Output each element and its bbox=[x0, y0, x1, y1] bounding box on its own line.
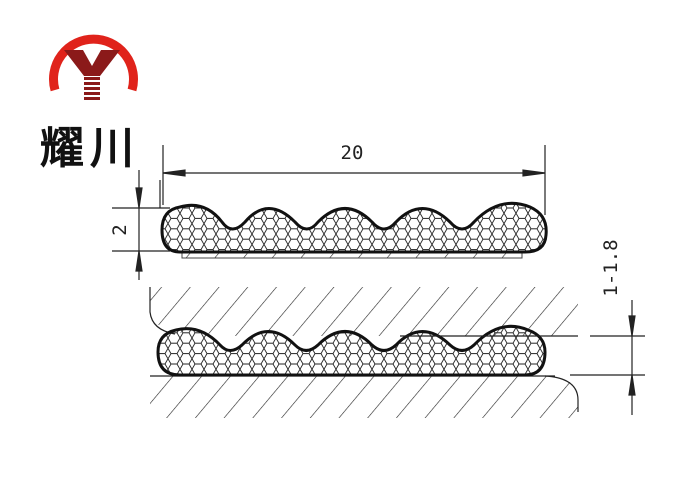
dimension-width bbox=[162, 145, 546, 215]
seal-strip-free bbox=[160, 201, 548, 259]
upper-part bbox=[150, 287, 578, 336]
dimension-thickness bbox=[112, 170, 170, 280]
logo bbox=[49, 34, 138, 100]
seal-strip-compressed bbox=[156, 324, 547, 377]
lower-part bbox=[150, 376, 578, 418]
dimension-width-label: 20 bbox=[341, 142, 364, 164]
dimension-thickness-label: 2 bbox=[109, 224, 131, 235]
brand-name: 耀川 bbox=[40, 123, 140, 174]
dimension-gap bbox=[570, 300, 645, 415]
dimension-gap-label: 1-1.8 bbox=[600, 239, 622, 296]
logo-ring bbox=[49, 34, 138, 92]
logo-y bbox=[64, 50, 120, 76]
